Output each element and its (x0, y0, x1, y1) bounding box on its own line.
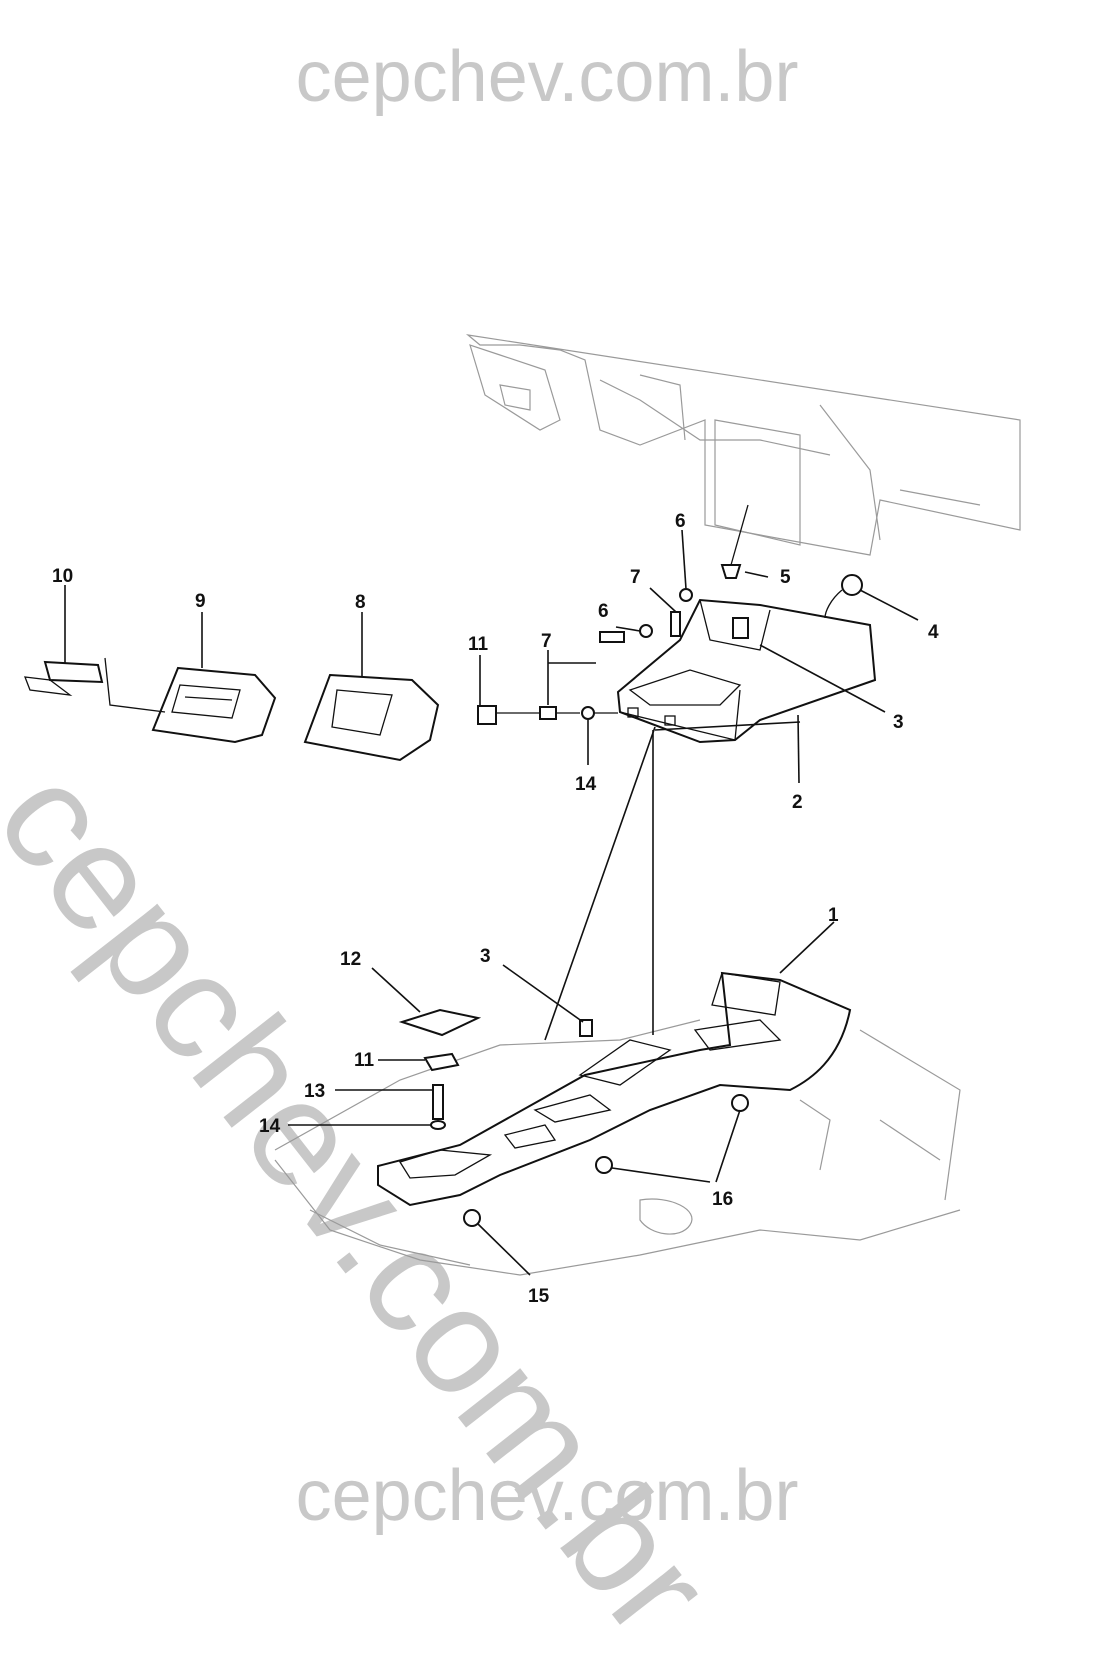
clip-part-3-upper (732, 617, 749, 639)
trim-plate (303, 673, 440, 762)
storage-lid (398, 1008, 482, 1037)
cap-part-11-lower (423, 1052, 460, 1072)
washer-part-6-upper (679, 588, 693, 602)
callout-9: 9 (195, 591, 206, 612)
screw-part-13 (432, 1084, 444, 1120)
callout-15: 15 (528, 1286, 550, 1307)
callout-1: 1 (828, 905, 839, 926)
washer-part-14-lower (430, 1120, 446, 1130)
callout-10: 10 (52, 566, 73, 587)
callout-11-lower: 11 (354, 1050, 375, 1071)
callout-16: 16 (712, 1189, 733, 1210)
watermark-bottom: cepchev.com.br (295, 1456, 799, 1536)
callout-4: 4 (928, 622, 939, 643)
callout-13: 13 (304, 1081, 325, 1102)
floor-outline (274, 1019, 961, 1276)
screw-part-7-lower (539, 706, 557, 720)
lighter-socket (824, 574, 863, 619)
washer-part-14-upper (581, 706, 595, 720)
assembly-guide-line (544, 726, 656, 1041)
callout-7-lower: 7 (541, 631, 552, 652)
callout-7-upper: 7 (630, 567, 641, 588)
callout-5: 5 (780, 567, 791, 588)
clip-part-3-lower (579, 1019, 593, 1037)
exploded-parts-diagram: 1 2 3 3 4 5 6 6 7 7 8 9 10 11 11 12 13 1… (24, 334, 1021, 1307)
callout-2: 2 (792, 792, 803, 813)
dashboard-outline (465, 334, 1021, 556)
callout-14-lower: 14 (259, 1116, 281, 1137)
leader-lines (64, 529, 919, 1276)
washer-part-6-lower (639, 624, 653, 638)
callout-6-upper: 6 (675, 511, 686, 532)
callout-6-lower: 6 (598, 601, 609, 622)
push-retainer (720, 504, 749, 579)
console-rear-section (616, 598, 877, 744)
cap-part-11-upper (477, 705, 497, 725)
watermark-top: cepchev.com.br (295, 37, 799, 117)
callout-12: 12 (340, 949, 361, 970)
assembly-guide-line (654, 721, 801, 731)
center-console (377, 971, 852, 1207)
nut-part-16-right (731, 1094, 749, 1112)
callout-11-upper: 11 (468, 634, 489, 655)
screw-part-7-mid (599, 631, 625, 643)
nut-part-15 (463, 1209, 481, 1227)
callout-3-lower: 3 (480, 946, 491, 967)
callout-3-upper: 3 (893, 712, 904, 733)
nut-part-16-left (595, 1156, 613, 1174)
callout-8: 8 (355, 592, 366, 613)
callout-14-upper: 14 (575, 774, 597, 795)
mounting-bracket (24, 657, 166, 713)
radio-bezel (151, 666, 277, 744)
screw-part-7-upper (670, 611, 681, 637)
